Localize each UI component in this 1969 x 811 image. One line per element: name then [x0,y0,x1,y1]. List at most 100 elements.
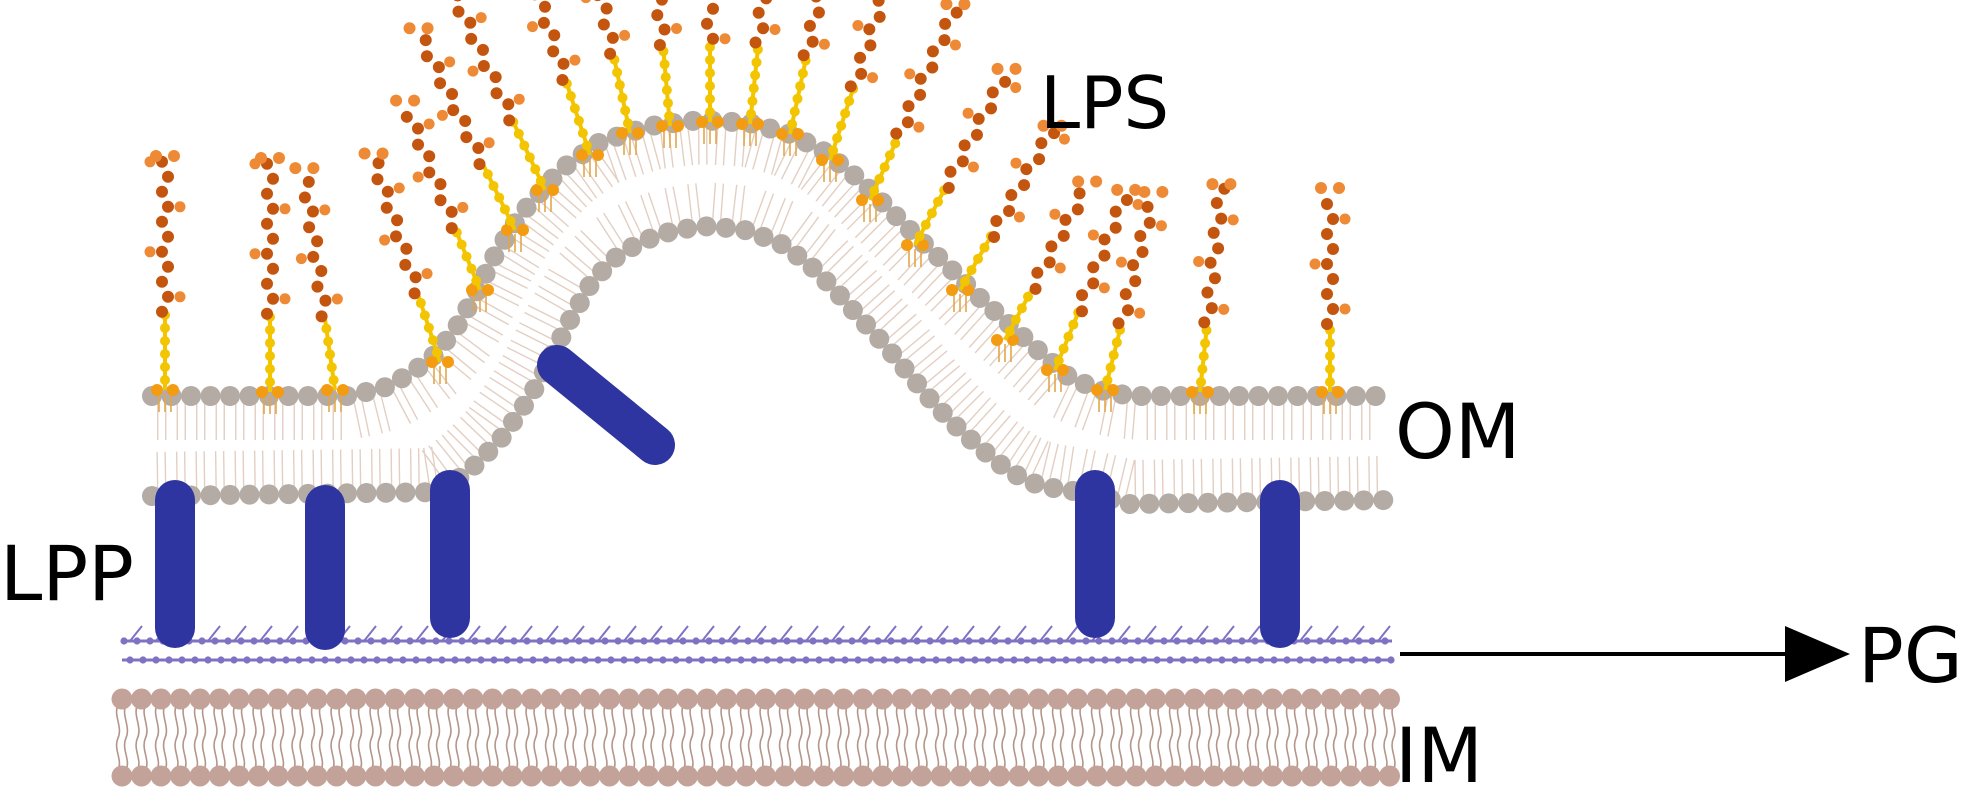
im-tail [1207,704,1213,771]
o-antigen-tip [1111,183,1124,196]
o-antigen-sugar [812,6,825,19]
lipid-a-head [151,384,163,396]
im-tail [525,704,530,771]
o-antigen-sugar [701,17,713,30]
o-antigen-sugar [261,217,273,230]
o-antigen-branch [1058,133,1070,145]
pg-unit [1231,656,1239,664]
im-tail [486,704,491,771]
lps-molecule [816,0,886,182]
o-antigen-sugar [452,5,465,18]
lps-core-sugar [1325,351,1335,361]
pg-unit [1056,637,1064,645]
o-antigen-branch [412,171,424,183]
im-head [501,688,523,710]
pg-unit [1257,656,1265,664]
om-head [946,416,967,437]
o-antigen-sugar [156,275,168,288]
lps-core-sugar [1016,303,1027,314]
lps-core-sugar [787,119,798,130]
pg-unit [497,637,505,645]
o-antigen-branch [421,268,433,280]
im-head [170,688,191,710]
im-head [950,765,971,787]
o-antigen-branch [279,293,291,305]
im-tail [427,704,433,771]
o-antigen-branch [527,21,539,33]
o-antigen-branch [457,201,469,213]
pg-unit [555,656,563,664]
o-antigen-branch [467,65,479,77]
pg-unit [529,656,537,664]
im-tail [123,704,129,771]
lps-core-sugar [612,67,623,78]
im-tail [338,704,343,771]
o-antigen-sugar [950,6,963,19]
lps-molecule [1091,185,1169,412]
o-antigen-sugar [557,57,570,70]
im-head [1184,765,1205,787]
lipid-a-head [1202,386,1214,398]
o-antigen-sugar [604,47,617,60]
o-antigen-branch [852,20,864,32]
pg-unit [523,637,531,645]
outer-membrane [142,110,1394,514]
o-antigen-tip [940,0,953,11]
pg-unit [458,637,466,645]
im-tail [856,704,862,771]
pg-pointer-arrow [1400,626,1850,682]
o-antigen-tip [403,22,416,35]
om-head [960,429,981,450]
pg-unit [341,637,349,645]
pg-unit [295,656,303,664]
im-tail [260,704,265,771]
im-head [365,688,386,710]
im-head [1047,688,1069,710]
pg-unit [568,656,576,664]
pg-unit [165,656,173,664]
om-head [395,482,416,503]
om-head [932,402,953,423]
im-head [209,765,230,787]
o-antigen-tip [1156,185,1169,198]
im-tail [1188,704,1193,771]
o-antigen-sugar [863,23,876,36]
pg-unit [510,637,518,645]
om-head [1295,491,1316,512]
im-head [930,765,952,787]
pg-unit [854,656,862,664]
pg-unit [932,656,940,664]
pg-peptide [285,625,299,642]
lpp-rod [537,345,675,465]
im-tail [876,704,881,771]
im-tail [494,704,499,771]
im-tail [954,704,959,771]
lipid-a-head [1107,384,1119,396]
lps-core-sugar [581,140,592,151]
pg-unit [698,656,706,664]
om-head [990,454,1011,475]
pg-unit [802,656,810,664]
o-antigen-sugar [890,127,903,140]
pg-unit [1244,656,1252,664]
im-tail [279,704,285,771]
im-head [209,688,230,710]
o-antigen-sugar [548,29,561,42]
pg-unit [516,656,524,664]
pg-unit [386,656,394,664]
om-head [842,300,863,321]
im-head [1164,688,1186,710]
lipid-a-head [991,334,1003,346]
pg-unit [412,656,420,664]
lps-core-sugar [265,364,275,374]
o-antigen-branch [1049,208,1061,220]
lps-core-sugar [789,106,800,117]
pg-unit [425,656,433,664]
lipid-a-head [712,116,724,128]
om-head [1314,490,1335,511]
lps-core-sugar [1111,337,1122,348]
pg-unit [874,637,882,645]
o-antigen-sugar [434,77,447,90]
pg-unit [1342,637,1350,645]
o-antigen-sugar [267,232,279,245]
